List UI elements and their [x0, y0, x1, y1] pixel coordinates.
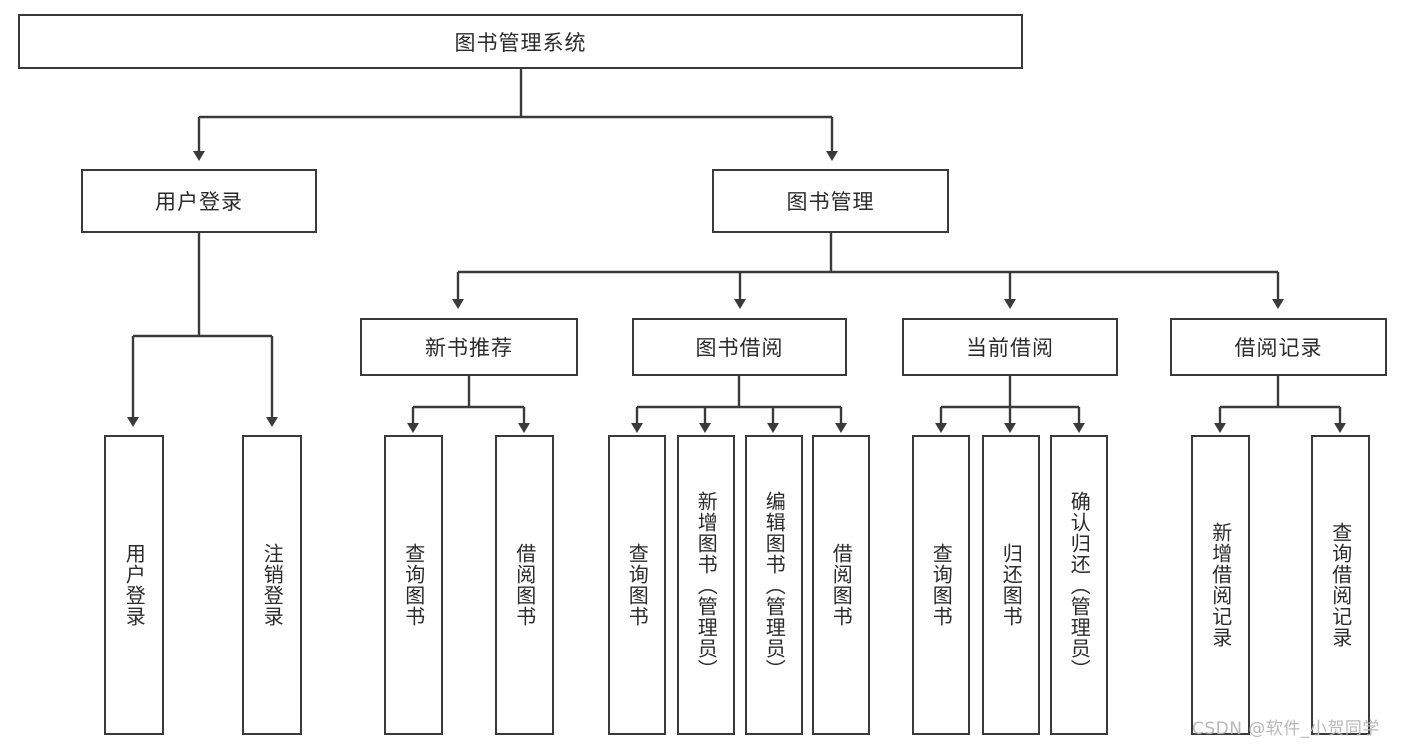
leaf-new-book-borrow-book[interactable]: 借阅图书	[495, 435, 554, 735]
node-new-book-recommend[interactable]: 新书推荐	[360, 318, 578, 376]
node-label: 归还图书	[999, 543, 1024, 627]
node-user-login[interactable]: 用户登录	[81, 169, 317, 233]
leaf-book-borrow-add-book-admin[interactable]: 新增图书（管理员）	[677, 435, 735, 735]
node-label: 图书借阅	[695, 336, 784, 360]
node-root-book-management-system[interactable]: 图书管理系统	[18, 14, 1023, 69]
node-label: 查询图书	[625, 543, 650, 627]
node-label: 注销登录	[260, 543, 285, 627]
node-label: 图书管理系统	[454, 30, 587, 55]
node-label: 借阅记录	[1234, 336, 1323, 360]
leaf-borrow-record-query-record[interactable]: 查询借阅记录	[1311, 435, 1370, 735]
node-label: 借阅图书	[829, 543, 854, 627]
leaf-new-book-query-book[interactable]: 查询图书	[384, 435, 443, 735]
leaf-current-borrow-confirm-return-admin[interactable]: 确认归还（管理员）	[1050, 435, 1108, 735]
node-label: 用户登录	[155, 190, 243, 214]
node-label: 确认归还（管理员）	[1067, 490, 1092, 680]
leaf-book-borrow-query-book[interactable]: 查询图书	[608, 435, 666, 735]
node-label: 查询借阅记录	[1328, 522, 1353, 648]
node-label: 查询图书	[401, 543, 426, 627]
node-book-management[interactable]: 图书管理	[712, 169, 949, 233]
node-label: 用户登录	[122, 543, 147, 627]
leaf-user-login-login[interactable]: 用户登录	[104, 435, 164, 735]
node-label: 查询图书	[929, 543, 954, 627]
node-current-borrow[interactable]: 当前借阅	[902, 318, 1118, 376]
node-borrow-record[interactable]: 借阅记录	[1170, 318, 1387, 376]
node-book-borrow[interactable]: 图书借阅	[632, 318, 847, 376]
leaf-borrow-record-add-record[interactable]: 新增借阅记录	[1191, 435, 1250, 735]
node-label: 编辑图书（管理员）	[762, 490, 787, 680]
node-label: 借阅图书	[512, 543, 537, 627]
leaf-current-borrow-query-book[interactable]: 查询图书	[912, 435, 970, 735]
leaf-user-login-logout[interactable]: 注销登录	[242, 435, 302, 735]
node-label: 新增图书（管理员）	[694, 490, 719, 680]
leaf-book-borrow-edit-book-admin[interactable]: 编辑图书（管理员）	[745, 435, 803, 735]
node-label: 新增借阅记录	[1208, 522, 1233, 648]
csdn-watermark: CSDN @软件_小贺同学	[1192, 719, 1380, 739]
leaf-current-borrow-return-book[interactable]: 归还图书	[982, 435, 1040, 735]
node-label: 图书管理	[786, 190, 875, 214]
leaf-book-borrow-borrow-book[interactable]: 借阅图书	[812, 435, 870, 735]
node-label: 新书推荐	[425, 336, 513, 360]
node-label: 当前借阅	[966, 336, 1054, 360]
